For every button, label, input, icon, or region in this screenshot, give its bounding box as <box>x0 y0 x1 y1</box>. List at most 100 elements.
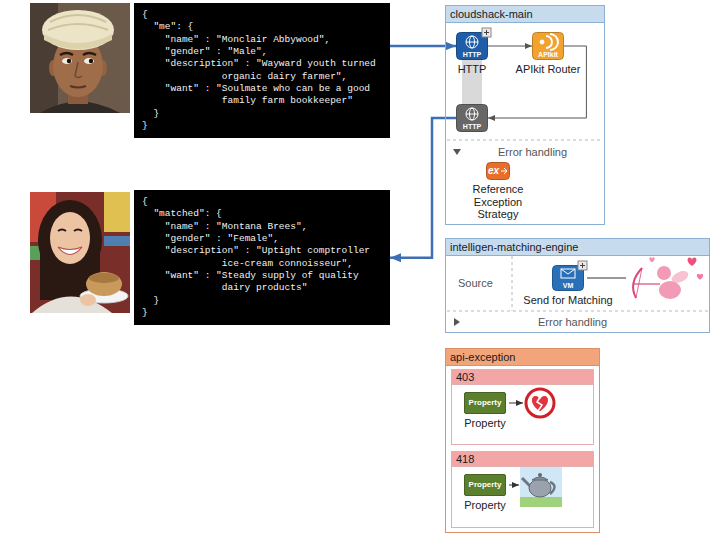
apikit-glyph <box>550 34 558 50</box>
json-line: } <box>142 108 382 120</box>
photo-man <box>30 3 130 113</box>
teapot-icon <box>520 467 562 507</box>
flow-connector <box>488 46 532 47</box>
icon-caption: APIkit <box>532 51 564 59</box>
photo-man <box>30 3 130 113</box>
component-label: Reference Exception Strategy <box>458 183 538 221</box>
add-badge <box>580 263 585 268</box>
vm-glyph <box>561 269 575 278</box>
cupid-picture <box>657 266 671 280</box>
cupid-picture <box>649 257 654 262</box>
section-label: Source <box>458 277 493 289</box>
section-divider <box>447 140 708 311</box>
photo-woman <box>30 192 130 313</box>
teapot-icon <box>520 467 562 507</box>
leader-line <box>587 278 626 279</box>
http-response: HTTP <box>456 104 488 132</box>
broken-heart-icon <box>526 389 554 417</box>
broken-heart-icon <box>537 397 542 411</box>
json-line: { <box>142 9 382 21</box>
json-line: "gender" : "Male", <box>142 46 382 58</box>
add-badge <box>484 30 489 35</box>
cupid-picture <box>633 257 703 299</box>
prop-glyph <box>465 475 506 496</box>
add-badge <box>482 28 491 37</box>
json-line: "me": { <box>142 21 382 33</box>
section-divider <box>447 311 708 312</box>
cupid-picture <box>688 258 697 267</box>
http-glyph <box>466 36 478 48</box>
json-card: {"matched": {"name" : "Montana Brees","g… <box>134 190 390 325</box>
icon-caption: ex <box>486 162 501 180</box>
apikit-glyph <box>533 33 564 60</box>
exception-panel: api-exception403PropertyProperty418Prope… <box>445 348 600 533</box>
photo-man <box>42 10 114 50</box>
photo-woman <box>58 247 82 255</box>
vm-glyph <box>561 269 575 274</box>
flow-panel: intelligen-matching-engineSourceError ha… <box>445 238 710 333</box>
broken-heart-icon <box>532 396 548 411</box>
component-label: Send for Matching <box>523 294 612 307</box>
photo-woman <box>58 230 66 232</box>
icon-caption: Property <box>464 392 506 414</box>
status-panel: 418PropertyProperty <box>451 451 594 528</box>
teapot-icon <box>532 477 548 480</box>
apikit-glyph <box>540 40 544 44</box>
json-line: "description" : "Uptight comptroller ice… <box>142 245 382 270</box>
section-label: Error handling <box>538 316 607 328</box>
http-connector: HTTPHTTP <box>456 32 488 60</box>
ex-glyph <box>501 168 507 174</box>
photo-woman <box>104 192 130 232</box>
json-line: } <box>142 307 382 319</box>
cupid-picture <box>633 283 660 284</box>
ex-glyph <box>501 168 507 174</box>
collapse-triangle <box>453 149 461 155</box>
photo-man <box>67 59 71 63</box>
section-label: Error handling <box>498 146 567 158</box>
photo-man <box>75 62 82 78</box>
json-line: "description" : "Wayward youth turned or… <box>142 58 382 83</box>
photo-man <box>48 24 108 30</box>
photo-woman <box>50 212 90 264</box>
property-transformer: PropertyProperty <box>464 392 506 414</box>
add-badge <box>482 28 491 37</box>
cupid-picture <box>659 281 681 299</box>
photo-man <box>83 53 96 55</box>
photo-man <box>84 58 94 64</box>
component-label: Property <box>464 417 506 430</box>
photo-woman <box>89 273 119 283</box>
photo-man <box>62 58 72 64</box>
json-card: {"me": {"name" : "Monclair Abbywood","ge… <box>134 3 390 138</box>
flow-connector <box>390 45 456 48</box>
vm-endpoint: VMSend for Matching <box>552 265 584 291</box>
section-divider <box>512 256 513 311</box>
httpgray-glyph <box>466 114 478 115</box>
panel-title: api-exception <box>446 349 599 366</box>
photo-woman <box>104 236 130 246</box>
icon-caption: HTTP <box>456 51 488 59</box>
photo-man <box>50 15 106 22</box>
panel-title: intelligen-matching-engine <box>446 239 709 256</box>
component-label: APIkit Router <box>516 63 581 76</box>
httpgray-glyph <box>466 108 478 120</box>
cupid-picture <box>636 268 642 298</box>
leader-line <box>509 485 519 486</box>
teapot-icon <box>529 479 551 497</box>
flow-connector <box>390 118 456 258</box>
httpgray-glyph <box>457 105 488 132</box>
photo-man <box>44 34 112 49</box>
panel-title: 403 <box>452 370 593 385</box>
collapse-triangle <box>454 318 460 326</box>
teapot-icon <box>538 473 542 477</box>
photo-woman <box>86 272 122 296</box>
http-glyph <box>466 36 478 48</box>
photo-man <box>60 53 73 55</box>
json-line: } <box>142 295 382 307</box>
component-label: Property <box>464 499 506 512</box>
property-transformer: PropertyProperty <box>464 474 506 496</box>
photo-woman <box>74 230 82 232</box>
photo-woman <box>80 294 96 306</box>
leader-line <box>509 403 523 404</box>
cupid-picture <box>633 268 642 298</box>
